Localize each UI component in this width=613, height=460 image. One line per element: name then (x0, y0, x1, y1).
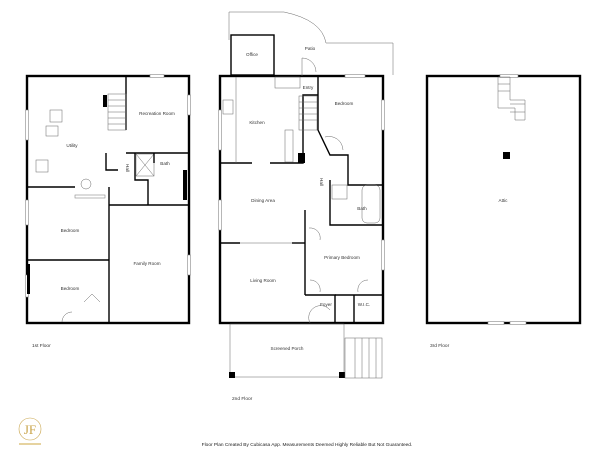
floor-label-1st: 1st Floor (32, 343, 51, 349)
room-bath-1st: Bath (160, 161, 170, 166)
room-hall-2nd: Hall (319, 178, 324, 186)
floor-label-3rd: 3rd Floor (430, 343, 450, 349)
room-recreation: Recreation Room (139, 111, 175, 116)
room-office: Office (246, 52, 258, 57)
third-floor-plan: Attic 3rd Floor (425, 74, 582, 349)
room-bedroom-1st-b: Bedroom (61, 286, 80, 291)
room-bath-2nd: Bath (357, 206, 367, 211)
room-living: Living Room (250, 278, 276, 283)
room-dining: Dining Area (251, 198, 275, 203)
second-floor-plan: Office Patio Entry Bedroom Kitchen Hall … (218, 11, 394, 402)
logo: JF (18, 417, 42, 445)
svg-text:JF: JF (24, 422, 36, 437)
room-family: Family Room (133, 261, 160, 266)
room-hall-1st: Hall (125, 164, 130, 172)
footer-disclaimer: Floor Plan Created By Cubicasa App. Meas… (202, 442, 413, 448)
room-screened-porch: Screened Porch (271, 346, 304, 351)
room-bedroom-1st-a: Bedroom (61, 228, 80, 233)
room-utility: Utility (66, 143, 78, 148)
room-entry: Entry (303, 85, 314, 90)
room-wic: W.I.C. (358, 302, 371, 307)
room-primary-bedroom: Primary Bedroom (324, 255, 360, 260)
second-floor-labels: Office Patio Entry Bedroom Kitchen Hall … (246, 46, 370, 351)
first-floor-labels: Utility Recreation Room Hall Bath Bedroo… (61, 111, 175, 291)
floor-label-2nd: 2nd Floor (232, 396, 253, 402)
room-kitchen: Kitchen (249, 120, 265, 125)
room-attic: Attic (499, 198, 509, 203)
chimney (503, 152, 510, 159)
room-bedroom-2nd: Bedroom (335, 101, 354, 106)
first-floor-plan: Utility Recreation Room Hall Bath Bedroo… (25, 74, 191, 349)
room-patio: Patio (305, 46, 316, 51)
room-foyer: Foyer (320, 302, 332, 307)
